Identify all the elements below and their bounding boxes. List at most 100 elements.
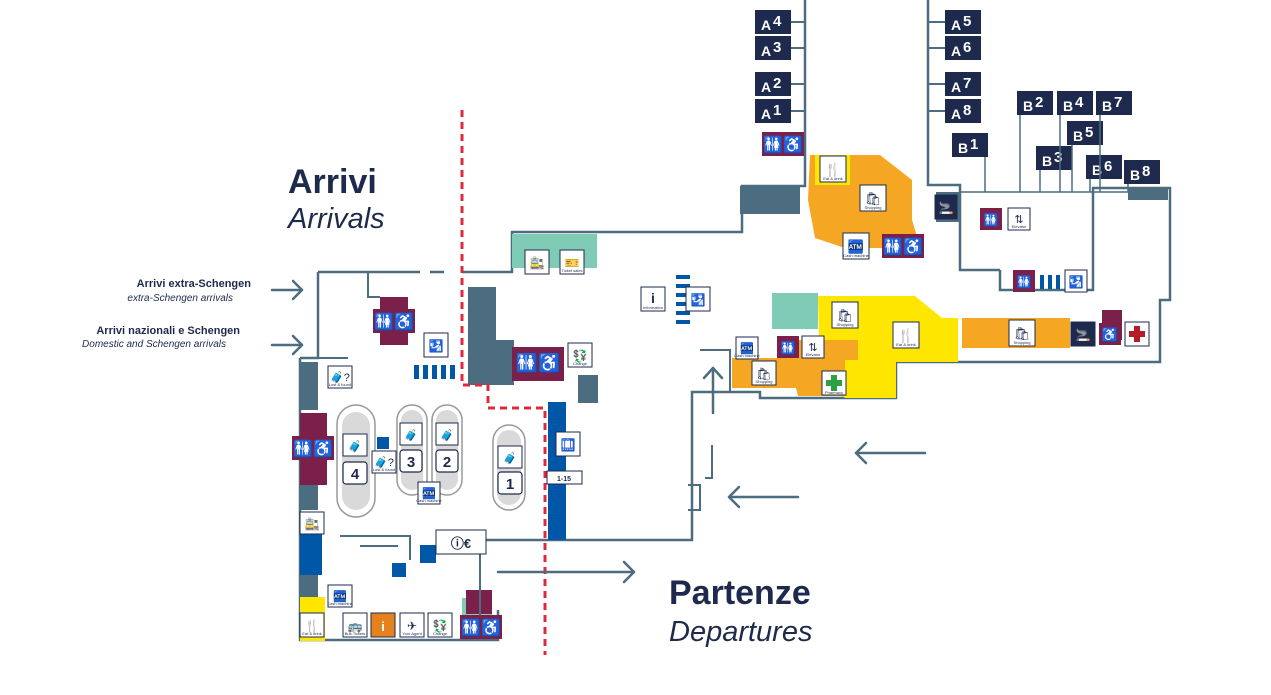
cash-machine-icon: 🏧Cash machine xyxy=(842,232,870,260)
svg-text:🛂: 🛂 xyxy=(691,293,706,307)
svg-text:Shopping: Shopping xyxy=(1014,340,1031,345)
ticket-sales-icon: 🚉 xyxy=(299,511,325,535)
svg-text:🚬: 🚬 xyxy=(1076,328,1091,342)
svg-text:🚻♿: 🚻♿ xyxy=(516,352,561,373)
bus-tickets-icon: 🚌Bus Tickets xyxy=(342,612,368,638)
belt-number-4: 4 xyxy=(351,466,360,483)
baggage-claim-icon: 🧳 xyxy=(342,433,368,457)
svg-text:🧳: 🧳 xyxy=(440,429,454,442)
arrow-right-icon xyxy=(270,279,304,301)
elevator-icon: ⇅Elevator xyxy=(801,335,825,359)
svg-text:A: A xyxy=(951,17,961,33)
restroom-icon: 🚻♿ xyxy=(512,347,564,381)
change-icon: 💱Change xyxy=(567,342,593,368)
svg-text:Eat & drink: Eat & drink xyxy=(302,631,322,636)
svg-text:2: 2 xyxy=(1035,94,1043,111)
svg-text:B: B xyxy=(1092,162,1102,178)
baggage-claim-icon: 🧳 xyxy=(497,445,523,469)
svg-text:🚉: 🚉 xyxy=(530,256,545,270)
teal-zones xyxy=(462,234,818,616)
info-desk-icon: ⓘ€ xyxy=(435,529,487,555)
belt-number-3: 3 xyxy=(407,454,415,471)
svg-text:ⓘ€: ⓘ€ xyxy=(451,536,471,551)
cash-machine-icon: 🏧Cash machine xyxy=(327,584,354,608)
svg-text:🚻: 🚻 xyxy=(781,341,796,355)
svg-text:Bus Tickets: Bus Tickets xyxy=(345,631,365,636)
svg-text:7: 7 xyxy=(963,75,971,92)
belt-number-2: 2 xyxy=(443,454,451,471)
svg-text:6: 6 xyxy=(1104,158,1112,175)
restroom-tiles: 🚻♿ 🚻♿ 🚻♿ 🚻♿ 🚻♿ 🚻♿ 🚻 🚻 🚻 ♿ xyxy=(292,132,1121,639)
svg-text:Lost & found: Lost & found xyxy=(329,382,351,387)
lost-found-icon: 🧳?Lost & found xyxy=(371,450,397,474)
extra-schengen-label-it: Arrivi extra-Schengen xyxy=(137,278,252,290)
svg-text:A: A xyxy=(951,79,961,95)
smoking-icon: 🚬 xyxy=(1070,321,1096,347)
belt-number-1: 1 xyxy=(506,476,514,493)
svg-text:Information: Information xyxy=(643,305,663,310)
ticket-sales-icon: 🚉 xyxy=(524,249,550,275)
passport-control-icon: 🛂 xyxy=(685,286,711,312)
svg-text:🚻♿: 🚻♿ xyxy=(763,135,803,154)
shopping-icon: 🛍Shopping xyxy=(1008,319,1036,347)
svg-text:🏧: 🏧 xyxy=(333,590,347,603)
svg-text:7: 7 xyxy=(1114,94,1122,111)
restroom-icon: 🚻 xyxy=(1013,270,1035,292)
departures-title-en: Departures xyxy=(669,616,812,648)
svg-text:🧳: 🧳 xyxy=(348,440,362,453)
svg-text:5: 5 xyxy=(1085,124,1093,141)
svg-text:B: B xyxy=(1063,98,1073,114)
svg-text:🚻♿: 🚻♿ xyxy=(461,618,501,637)
svg-text:🛄: 🛄 xyxy=(561,438,576,452)
pharmacy-icon: Pharmacy xyxy=(821,370,847,396)
svg-text:Cash machine: Cash machine xyxy=(327,601,353,606)
svg-text:1: 1 xyxy=(773,102,781,119)
schengen-label-it: Arrivi nazionali e Schengen xyxy=(96,325,240,337)
svg-text:🏧: 🏧 xyxy=(422,487,436,500)
svg-text:Lost & found: Lost & found xyxy=(373,467,395,472)
svg-text:Ticket sales: Ticket sales xyxy=(562,268,583,273)
first-aid-icon xyxy=(1124,321,1150,347)
svg-text:🧳?: 🧳? xyxy=(374,456,394,469)
svg-text:Change: Change xyxy=(573,361,588,366)
departures-title-it: Partenze xyxy=(669,574,811,612)
belt-number-boxes xyxy=(342,449,523,495)
svg-text:A: A xyxy=(761,79,771,95)
svg-text:A: A xyxy=(761,43,771,59)
svg-text:🧳?: 🧳? xyxy=(330,371,350,384)
svg-text:🛂: 🛂 xyxy=(1069,275,1084,289)
cash-machine-icon: 🏧Cash machine xyxy=(416,481,443,505)
svg-text:1: 1 xyxy=(970,136,978,153)
cash-machine-icon: 🏧Cash machine xyxy=(734,336,761,360)
svg-text:8: 8 xyxy=(963,102,971,119)
shopping-icon: 🛍Shopping xyxy=(859,184,887,212)
svg-text:🚻♿: 🚻♿ xyxy=(883,237,923,256)
svg-text:♿: ♿ xyxy=(1102,327,1118,342)
restroom-icon: 🚻 xyxy=(777,336,799,358)
svg-text:🛂: 🛂 xyxy=(429,339,444,353)
svg-text:🎫: 🎫 xyxy=(565,256,580,270)
svg-text:💱: 💱 xyxy=(573,349,588,363)
svg-text:4: 4 xyxy=(773,13,782,30)
pier-b-gate-connectors xyxy=(960,115,1129,193)
arrow-right-icon xyxy=(270,334,304,356)
schengen-label-en: Domestic and Schengen arrivals xyxy=(82,339,226,350)
svg-text:B: B xyxy=(1042,153,1052,169)
svg-text:Change: Change xyxy=(433,631,448,636)
